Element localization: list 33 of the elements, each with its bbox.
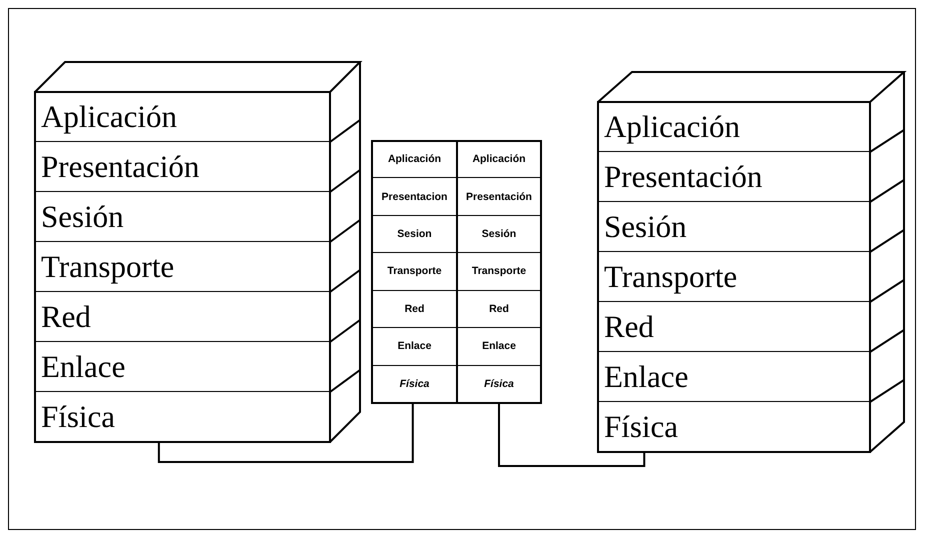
layer-name: Enlace xyxy=(398,340,432,352)
layer-name: Presentación xyxy=(466,190,532,203)
connector-line xyxy=(158,403,414,463)
layer-name: Enlace xyxy=(604,358,688,394)
layer-name: Red xyxy=(489,302,509,315)
layer-name: Aplicación xyxy=(41,98,178,134)
layer-name: Física xyxy=(41,399,116,435)
layer-name: Transporte xyxy=(472,265,526,278)
layer-name: Transporte xyxy=(604,258,738,294)
layer-name: Transporte xyxy=(387,265,442,278)
layer-name: Red xyxy=(604,308,654,344)
layer-name: Sesion xyxy=(397,228,432,240)
layer-name: Enlace xyxy=(41,348,126,384)
layer-name: Física xyxy=(484,378,514,390)
layer-name: Presentación xyxy=(604,158,762,194)
layer-name: Sesión xyxy=(604,208,687,244)
layer-name: Presentacion xyxy=(382,190,448,203)
layer-name: Aplicación xyxy=(472,153,526,166)
layer-name: Sesión xyxy=(41,198,124,234)
layer-name: Física xyxy=(604,409,678,445)
layer-name: Aplicación xyxy=(604,108,740,144)
layer-column xyxy=(457,141,541,403)
layer-stack xyxy=(35,60,365,445)
layer-name: Sesión xyxy=(482,228,516,240)
layer-name: Presentación xyxy=(41,148,200,184)
layer-name: Red xyxy=(404,302,424,315)
connector-line xyxy=(498,403,646,467)
layer-name: Transporte xyxy=(41,248,174,284)
layer-name: Red xyxy=(41,298,91,334)
layer-name: Física xyxy=(400,378,430,390)
layer-name: Aplicación xyxy=(388,153,442,166)
layer-column xyxy=(372,141,457,403)
layer-name: Enlace xyxy=(482,340,516,352)
